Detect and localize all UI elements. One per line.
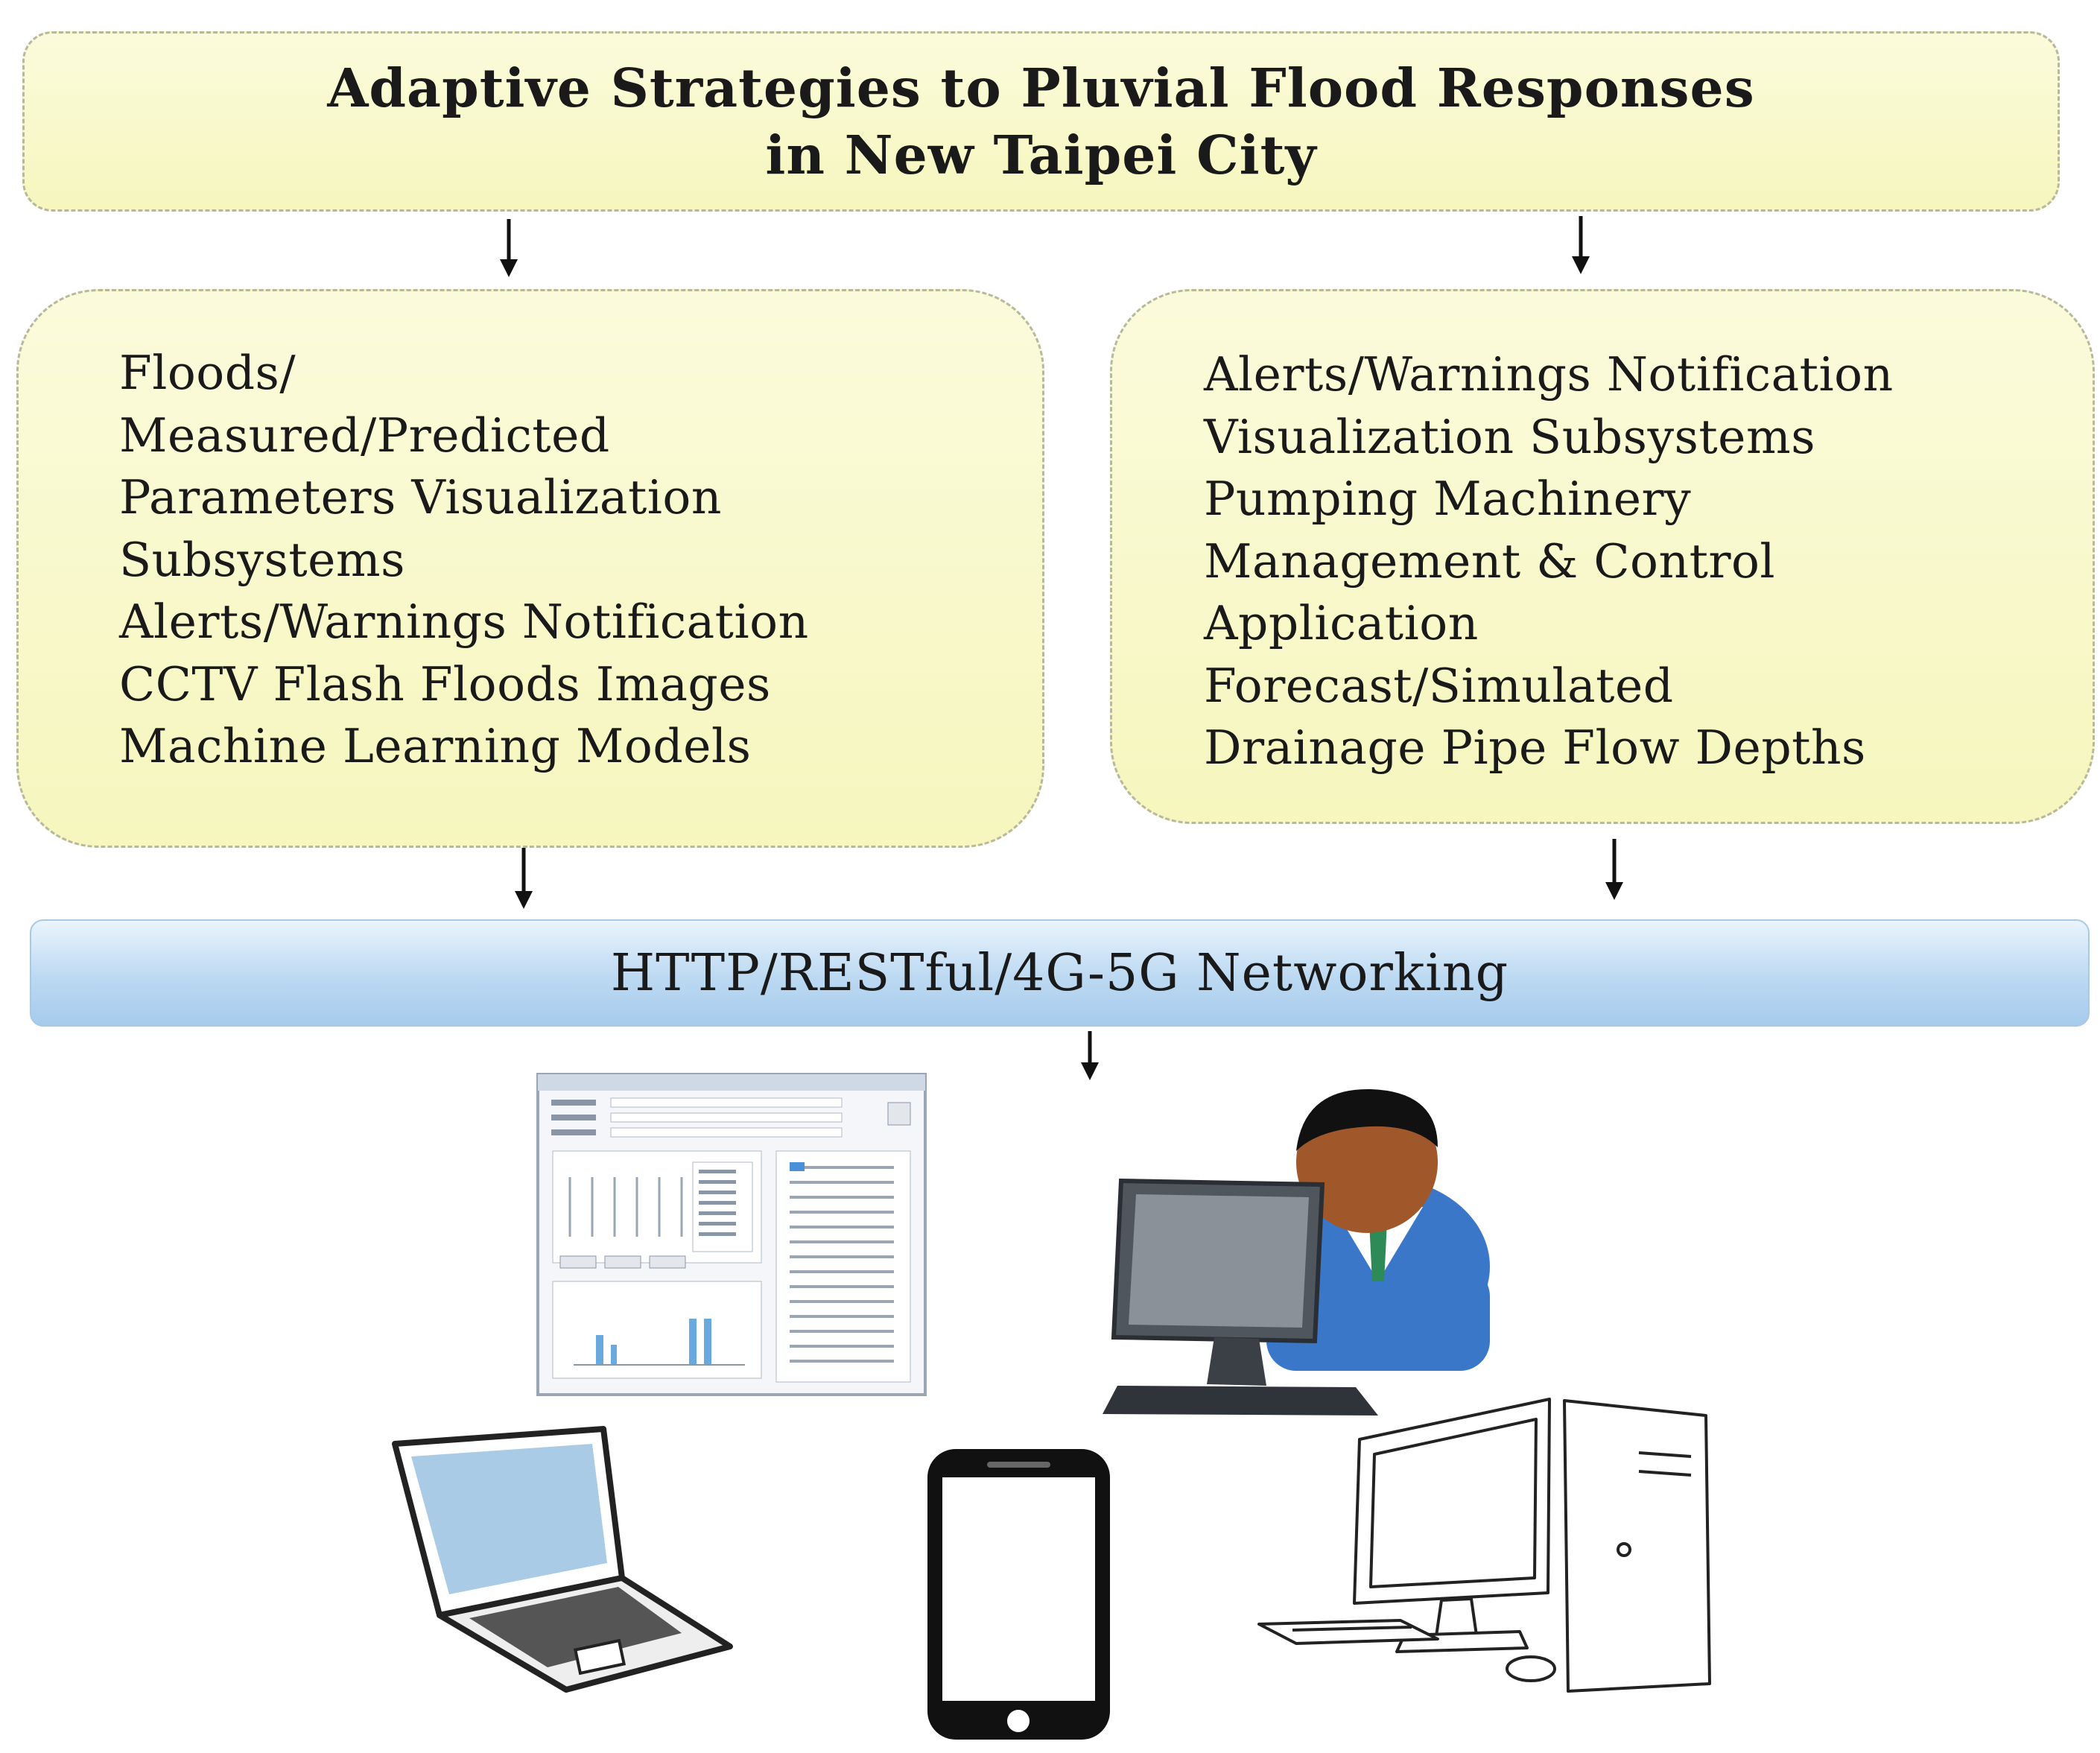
- title-line-1: Adaptive Strategies to Pluvial Flood Res…: [327, 57, 1755, 119]
- right-item: Pumping Machinery: [1204, 472, 1692, 526]
- right-item: Alerts/Warnings Notification: [1204, 347, 1894, 402]
- left-item: CCTV Flash Floods Images: [119, 656, 771, 711]
- left-item: Floods/: [119, 346, 296, 400]
- right-item: Forecast/Simulated: [1204, 658, 1674, 713]
- title-box: Adaptive Strategies to Pluvial Flood Res…: [22, 31, 2060, 212]
- network-bar: HTTP/RESTful/4G-5G Networking: [30, 919, 2090, 1027]
- title-line-2: in New Taipei City: [765, 124, 1317, 186]
- desktop-computer-icon: [1257, 1398, 1711, 1693]
- left-item: Parameters Visualization: [119, 470, 722, 524]
- right-item: Drainage Pipe Flow Depths: [1204, 720, 1866, 775]
- left-item: Machine Learning Models: [119, 719, 752, 773]
- arrow-network-to-devices: [1081, 1031, 1099, 1080]
- right-item: Management & Control: [1204, 533, 1776, 589]
- right-item: Application: [1204, 596, 1479, 650]
- left-subsystems-box: Floods/ Measured/Predicted Parameters Vi…: [16, 289, 1044, 848]
- arrow-right-to-network: [1605, 839, 1623, 900]
- application-window-icon: [536, 1073, 927, 1396]
- smartphone-icon: [927, 1449, 1110, 1740]
- arrow-title-to-left: [500, 219, 518, 277]
- left-item-list: Floods/ Measured/Predicted Parameters Vi…: [119, 342, 809, 778]
- right-subsystems-box: Alerts/Warnings Notification Visualizati…: [1110, 289, 2095, 824]
- left-item: Subsystems: [119, 532, 405, 587]
- arrow-title-to-right: [1572, 216, 1590, 274]
- left-item: Measured/Predicted: [119, 408, 610, 463]
- laptop-icon: [392, 1426, 733, 1693]
- right-item-list: Alerts/Warnings Notification Visualizati…: [1204, 343, 1894, 779]
- right-item: Visualization Subsystems: [1204, 409, 1816, 464]
- network-label: HTTP/RESTful/4G-5G Networking: [610, 943, 1509, 1003]
- left-item: Alerts/Warnings Notification: [119, 595, 809, 649]
- user-at-computer-icon: [1103, 1088, 1490, 1416]
- arrow-left-to-network: [515, 848, 533, 909]
